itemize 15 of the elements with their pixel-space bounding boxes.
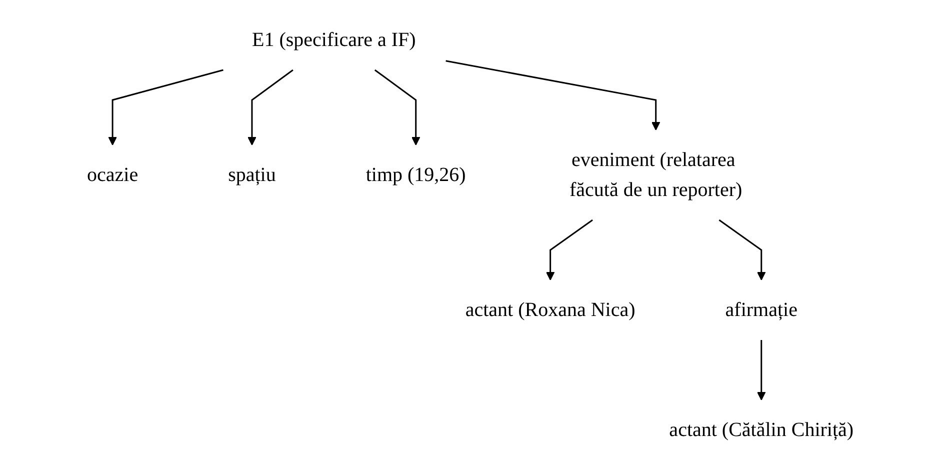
node-text: actant (Roxana Nica) (466, 298, 636, 321)
node-text: E1 (specificare a IF) (252, 29, 416, 51)
node-text: timp (19,26) (366, 164, 466, 186)
node-text: eveniment (relatarea făcută de un reporter) (570, 148, 742, 201)
node-text: ocazie (87, 164, 138, 186)
node-text: spațiu (228, 164, 276, 186)
arrow (546, 219, 594, 280)
arrow (446, 60, 660, 130)
arrow (757, 340, 766, 400)
node-text: afirmație (725, 298, 798, 321)
arrow (108, 69, 224, 146)
node-text: actant (Cătălin Chiriță) (669, 418, 854, 441)
arrow (248, 69, 294, 146)
arrow (374, 69, 420, 146)
arrow (718, 219, 766, 280)
